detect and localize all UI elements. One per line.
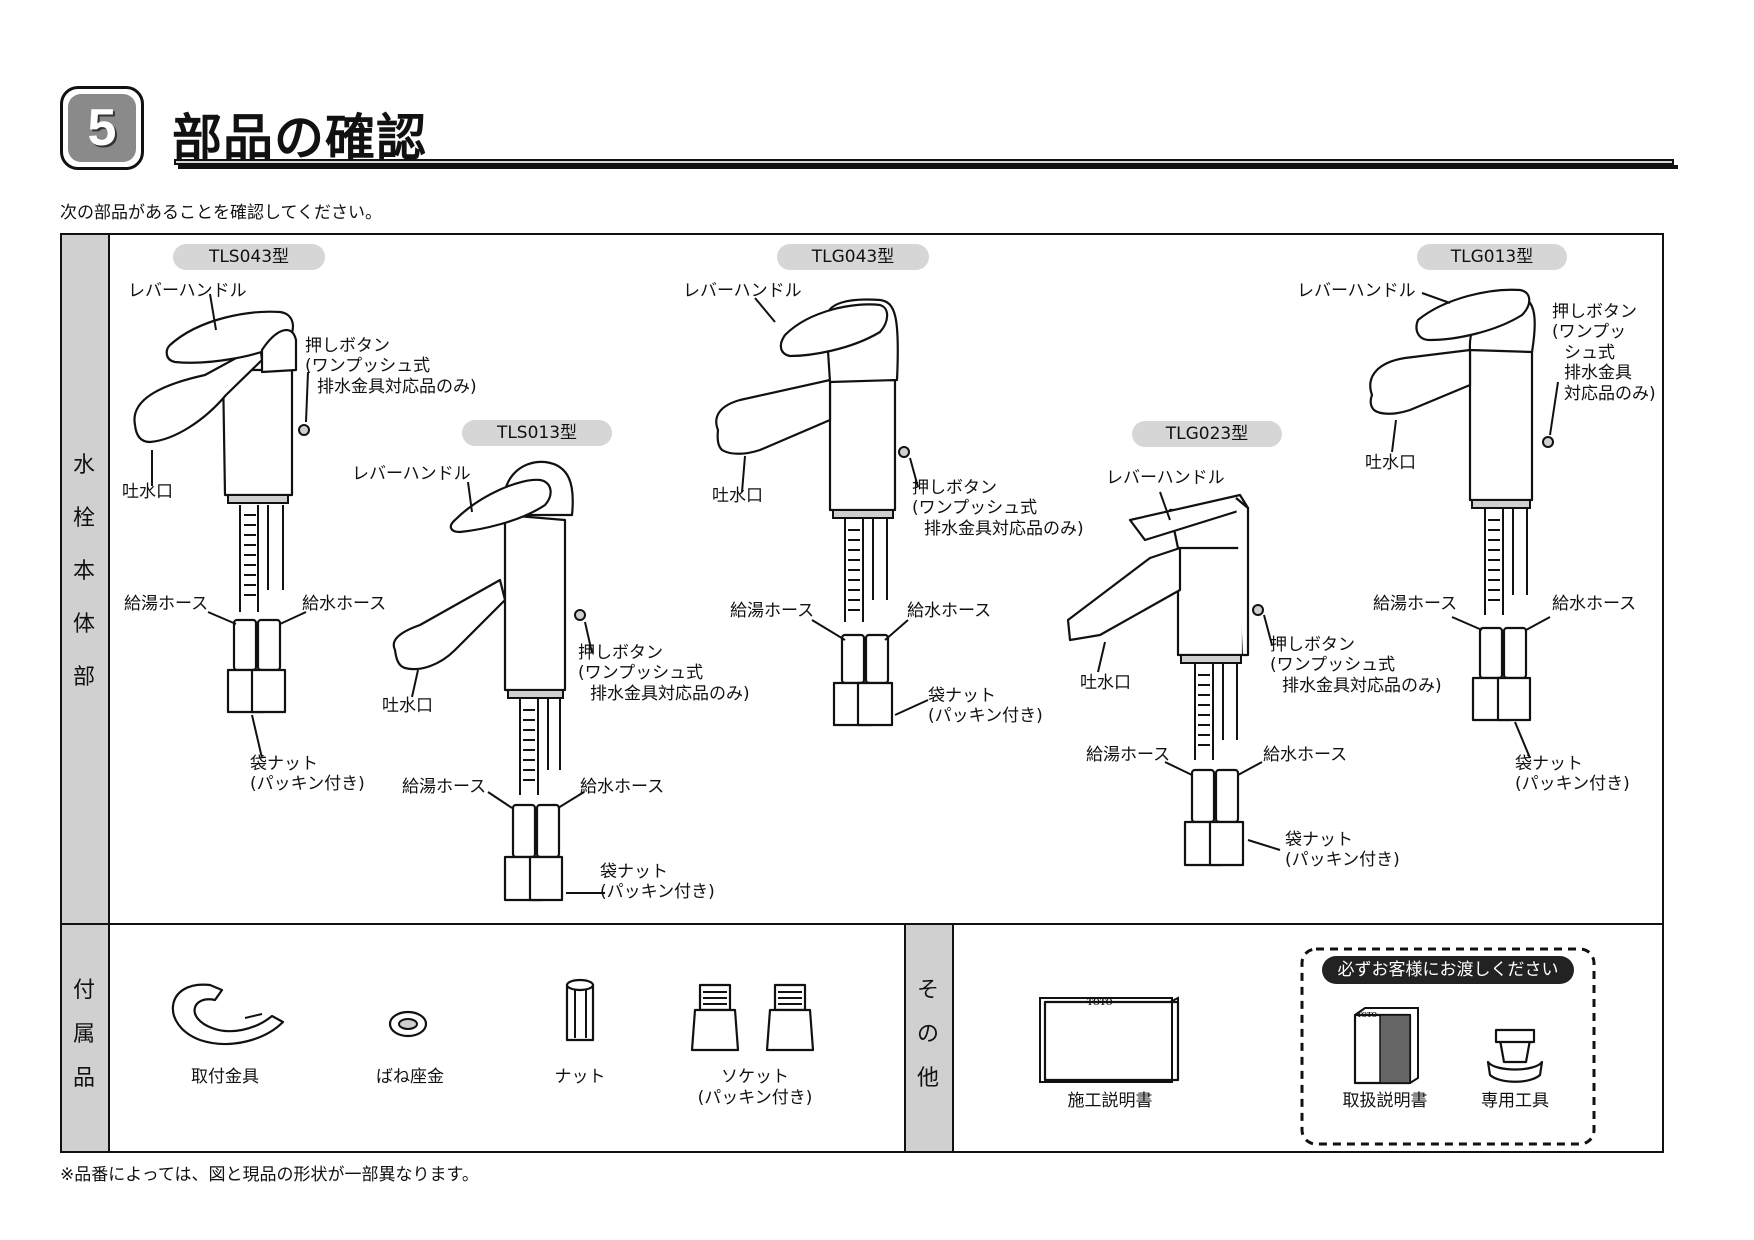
faucet-tlg023-illustration (1066, 491, 1281, 867)
title-rule-shadow (178, 165, 1678, 169)
model-pill-tls013: TLS013型 (462, 420, 612, 446)
user-manual-brand: TOTO (1357, 1011, 1377, 1019)
tls043-nut-label: 袋ナット (パッキン付き) (250, 754, 365, 795)
tls043-hot-hose-label: 給湯ホース (124, 594, 209, 614)
nut-label: ナット (554, 1067, 606, 1087)
tlg043-lever-label: レバーハンドル (683, 281, 802, 301)
faucet-tlg013-illustration (1369, 288, 1559, 759)
tlg013-hot-hose-label: 給湯ホース (1373, 594, 1458, 614)
footnote: ※品番によっては、図と現品の形状が一部異なります。 (60, 1165, 479, 1185)
faucet-body-label: 水 栓 本 体 部 (72, 453, 95, 690)
socket-illustration (690, 983, 815, 1052)
tlg023-spout-label: 吐水口 (1080, 673, 1131, 693)
tls013-push-button-label: 押しボタン (ワンプッシュ式 排水金具対応品のみ) (578, 643, 750, 704)
intro-text: 次の部品があることを確認してください。 (60, 203, 382, 223)
model-pill-tls043: TLS043型 (173, 244, 325, 270)
spring-washer-illustration (388, 1010, 428, 1038)
tlg013-nut-label: 袋ナット (パッキン付き) (1515, 754, 1630, 795)
tlg023-lever-label: レバーハンドル (1106, 468, 1225, 488)
spring-washer-label: ばね座金 (376, 1067, 444, 1087)
install-manual-label: 施工説明書 (1067, 1091, 1153, 1111)
tlg023-hot-hose-label: 給湯ホース (1086, 745, 1171, 765)
nut-illustration (565, 978, 595, 1042)
tlg023-push-button-label: 押しボタン (ワンプッシュ式 排水金具対応品のみ) (1270, 635, 1442, 696)
tlg013-lever-label: レバーハンドル (1297, 281, 1416, 301)
model-pill-tlg043: TLG043型 (777, 244, 929, 270)
model-pill-tlg013: TLG013型 (1417, 244, 1567, 270)
step-number: 5 (68, 94, 136, 162)
tls013-cold-hose-label: 給水ホース (580, 777, 665, 797)
special-tool-illustration (1486, 1028, 1544, 1083)
tls043-spout-label: 吐水口 (122, 482, 173, 502)
tls013-spout-label: 吐水口 (382, 696, 433, 716)
tlg043-push-button-label: 押しボタン (ワンプッシュ式 排水金具対応品のみ) (912, 478, 1084, 539)
other-sidebar (906, 925, 954, 1151)
install-manual-brand: TOTO (1087, 997, 1113, 1007)
tls043-push-button-label: 押しボタン (ワンプッシュ式 排水金具対応品のみ) (305, 336, 477, 397)
step-badge: 5 (60, 86, 144, 170)
tlg023-cold-hose-label: 給水ホース (1263, 745, 1348, 765)
faucet-tlg043-illustration (715, 297, 929, 727)
tlg043-hot-hose-label: 給湯ホース (730, 601, 815, 621)
other-label: そ の 他 (916, 978, 939, 1091)
title-rule (174, 159, 1674, 165)
tls013-hot-hose-label: 給湯ホース (402, 777, 487, 797)
tls043-lever-label: レバーハンドル (128, 281, 247, 301)
accessories-label: 付 属 品 (72, 978, 95, 1091)
tlg043-cold-hose-label: 給水ホース (907, 601, 992, 621)
user-manual-illustration (1353, 1007, 1419, 1085)
faucet-body-sidebar (62, 235, 110, 923)
accessories-sidebar (62, 925, 110, 1151)
notice-dashed-box (1300, 947, 1596, 1146)
tls013-nut-label: 袋ナット (パッキン付き) (600, 862, 715, 903)
notice-badge: 必ずお客様にお渡しください (1322, 956, 1574, 984)
page-title: 部品の確認 (172, 109, 427, 167)
faucet-tls013-illustration (392, 460, 605, 902)
user-manual-label: 取扱説明書 (1342, 1091, 1428, 1111)
install-manual-illustration (1039, 996, 1180, 1083)
socket-label: ソケット (パッキン付き) (697, 1067, 813, 1109)
tlg013-push-button-label: 押しボタン (ワンプッ シュ式 排水金具 対応品のみ) (1552, 302, 1656, 404)
tlg023-nut-label: 袋ナット (パッキン付き) (1285, 830, 1400, 871)
tls013-lever-label: レバーハンドル (352, 464, 471, 484)
tlg013-cold-hose-label: 給水ホース (1552, 594, 1637, 614)
tlg013-spout-label: 吐水口 (1365, 453, 1416, 473)
mounting-bracket-label: 取付金具 (191, 1067, 259, 1087)
other-panel (904, 923, 1664, 1153)
tlg043-nut-label: 袋ナット (パッキン付き) (928, 686, 1043, 727)
faucet-tls043-illustration (133, 293, 310, 759)
mounting-bracket-illustration (171, 983, 285, 1046)
model-pill-tlg023: TLG023型 (1132, 421, 1282, 447)
tlg043-spout-label: 吐水口 (712, 486, 763, 506)
special-tool-label: 専用工具 (1481, 1091, 1549, 1111)
tls043-cold-hose-label: 給水ホース (302, 594, 387, 614)
